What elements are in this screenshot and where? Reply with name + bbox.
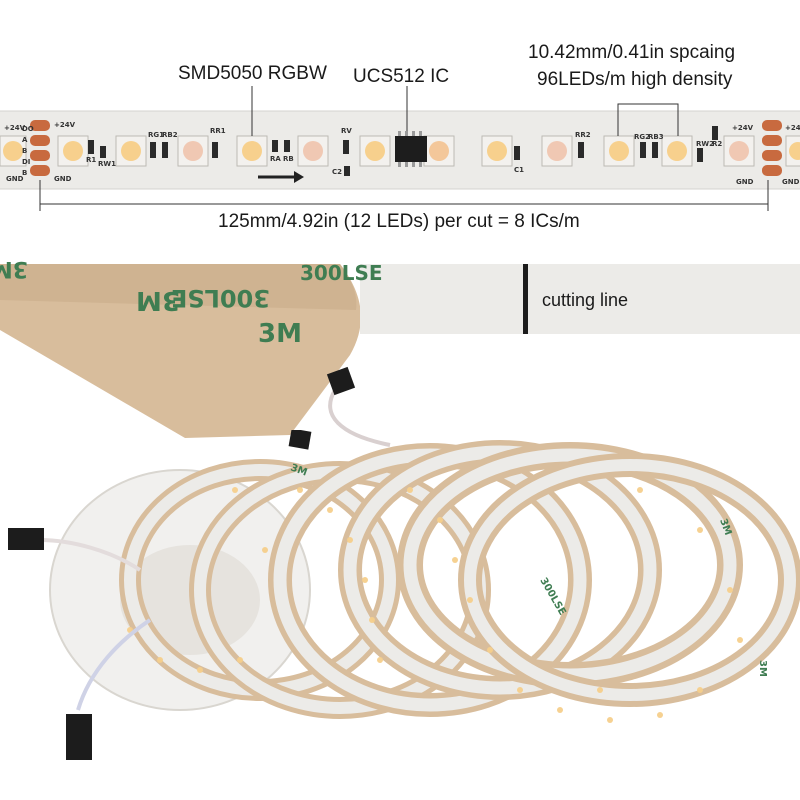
smd5050-leds (0, 135, 800, 167)
pcb-strip-detail: +24V +24V GND GND +24V +24V GND GND DO A… (0, 86, 800, 211)
voltage-mark-right2: +24V (785, 124, 800, 132)
svg-text:3M: 3M (757, 660, 768, 677)
component-mark: R2 (712, 140, 722, 148)
led-type-callout: SMD5050 RGBW (178, 63, 327, 84)
component-mark: RG2 (634, 133, 650, 141)
cut-spec-callout: 125mm/4.92in (12 LEDs) per cut = 8 ICs/m (218, 211, 580, 232)
svg-text:3M: 3M (289, 462, 309, 478)
cutting-line-label: cutting line (542, 290, 629, 310)
component-mark: RB (283, 155, 294, 163)
jst-connectors (8, 430, 312, 760)
strip-back-side (360, 264, 800, 334)
component-mark: RR2 (575, 131, 591, 139)
component-mark: RB3 (648, 133, 664, 141)
component-mark: R1 (86, 156, 96, 164)
right-solder-pads (762, 120, 782, 176)
svg-text:300LSE: 300LSE (171, 284, 270, 312)
component-mark: RA (270, 155, 281, 163)
svg-text:300LSE: 300LSE (537, 576, 567, 617)
callout-leaders (251, 86, 679, 136)
spacing-callout-line2: 96LEDs/m high density (537, 69, 733, 90)
component-mark: RW1 (98, 160, 116, 168)
led-strip-reel: 3M 3M 300LSE 3M (8, 430, 800, 760)
ground-mark-right: GND (736, 178, 754, 186)
svg-text:3M: 3M (258, 319, 302, 349)
svg-text:3M: 3M (717, 517, 733, 537)
voltage-mark-right: +24V (732, 124, 754, 132)
backing-print: 3M 300LSE 3M 300LSE 3M (0, 256, 383, 349)
voltage-mark-left: +24V (4, 124, 26, 132)
component-mark: RG1 (148, 131, 164, 139)
component-mark: RR1 (210, 127, 226, 135)
adhesive-backing-view: 3M 300LSE 3M 300LSE 3M (0, 256, 800, 447)
smd-resistors (88, 126, 718, 176)
svg-text:3M: 3M (0, 256, 28, 281)
ucs512-ic-chip (395, 131, 427, 167)
cut-dimension-line (39, 180, 769, 211)
component-mark: RV (341, 127, 352, 135)
component-mark: C2 (332, 168, 342, 176)
component-mark: C1 (514, 166, 524, 174)
svg-text:300LSE: 300LSE (300, 261, 383, 285)
pad-label: B (22, 147, 27, 155)
left-solder-pads (30, 120, 50, 176)
pad-label: B (22, 169, 27, 177)
ic-type-callout: UCS512 IC (353, 66, 450, 87)
cutting-line-mark (523, 264, 528, 334)
pad-label: DI (22, 158, 30, 166)
svg-text:3M: 3M (136, 285, 180, 315)
ground-mark-left2: GND (54, 175, 72, 183)
component-mark: RB2 (162, 131, 178, 139)
data-direction-arrow (258, 171, 304, 183)
ground-mark-left: GND (6, 175, 24, 183)
voltage-mark-left2: +24V (54, 121, 76, 129)
component-mark: RW2 (696, 140, 714, 148)
spacing-callout-line1: 10.42mm/0.41in spcaing (528, 42, 736, 63)
ground-mark-right2: GND (782, 178, 800, 186)
pad-label: DO (22, 125, 34, 133)
pad-label: A (22, 136, 28, 144)
